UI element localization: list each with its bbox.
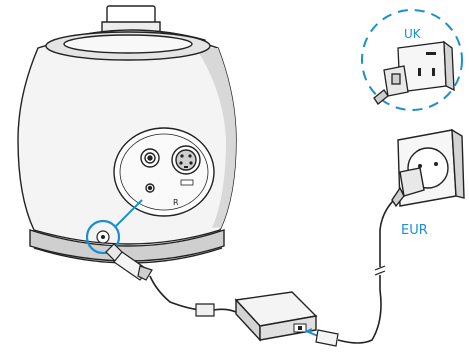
uk-plug-icon [373, 40, 455, 105]
cord-plug [315, 329, 339, 347]
port-r-label: R [173, 198, 179, 207]
uk-inset [361, 9, 463, 111]
uk-label: UK [404, 27, 422, 41]
eur-plug-icon [391, 128, 465, 208]
dc-in-port-icon [85, 199, 143, 255]
dc-cable [149, 275, 237, 313]
ferrite-bead [195, 303, 215, 317]
power-adapter-icon [234, 291, 318, 342]
dc-plug [105, 243, 153, 281]
speaker-dock-icon [17, 5, 237, 264]
eur-label: EUR [401, 223, 428, 238]
mains-cable [337, 195, 399, 344]
